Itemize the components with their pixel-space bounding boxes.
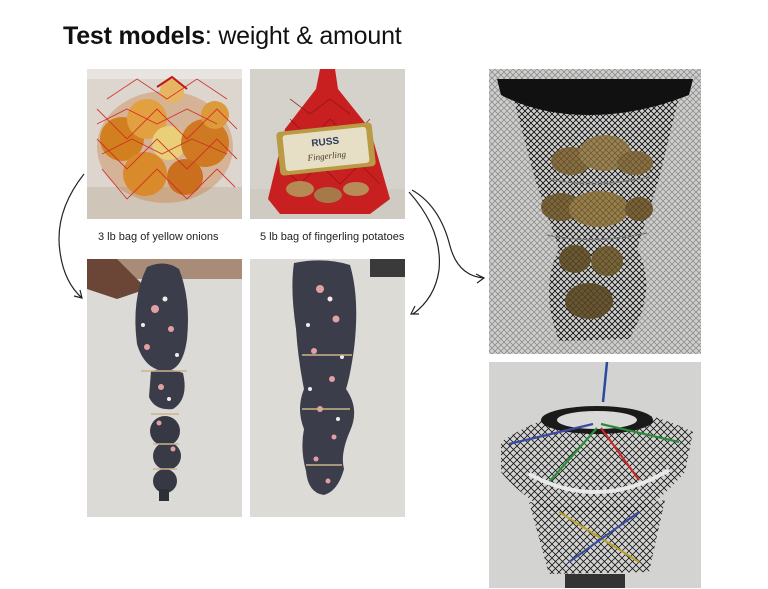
curved-arrow-left [58, 173, 85, 299]
potato-bag-photo: RUSS Fingerling [250, 69, 405, 219]
page-title: Test models: weight & amount [63, 22, 402, 51]
onion-fabric-model-photo [87, 259, 242, 517]
curved-arrow-middle [408, 191, 441, 315]
onion-bag-photo [87, 69, 242, 219]
title-bold: Test models [63, 22, 205, 50]
potato-label-card: RUSS Fingerling [276, 122, 376, 176]
onions-caption: 3 lb bag of yellow onions [98, 231, 219, 243]
mesh-container-potatoes-photo [489, 69, 701, 354]
potato-fabric-model-photo [250, 259, 405, 517]
curved-arrow-right [411, 189, 486, 284]
potatoes-caption: 5 lb bag of fingerling potatoes [260, 231, 405, 243]
potato-label-line1: RUSS [311, 136, 340, 150]
title-rest: : weight & amount [204, 22, 402, 50]
mesh-container-ribs-photo [489, 362, 701, 588]
potato-label-line2: Fingerling [306, 149, 347, 163]
